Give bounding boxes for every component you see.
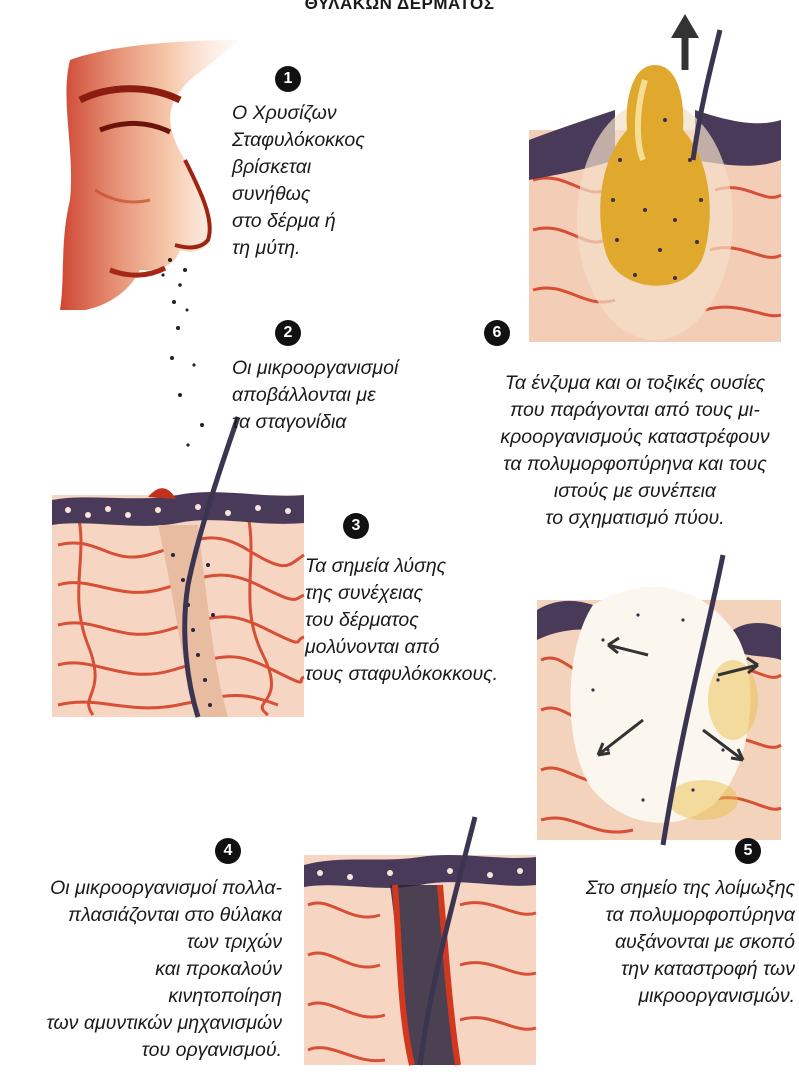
step-2-caption: Οι μικροοργανισμοί αποβάλλονται με τα στ… bbox=[232, 355, 447, 436]
step-3-badge: 3 bbox=[343, 513, 369, 539]
step-6-caption: Τα ένζυμα και οι τοξικές ουσίες που παρά… bbox=[470, 370, 799, 532]
step-1-caption: Ο Χρυσίζων Σταφυλόκοκκος βρίσκεται συνήθ… bbox=[232, 100, 422, 262]
step-4-badge: 4 bbox=[215, 838, 241, 864]
follicle-illustration bbox=[300, 815, 540, 1070]
step-3-caption: Τα σημεία λύσης της συνέχειας του δέρματ… bbox=[305, 553, 535, 688]
white-cells-illustration bbox=[533, 550, 785, 850]
step-5-badge: 5 bbox=[735, 838, 761, 864]
step-4-caption: Οι μικροοργανισμοί πολλα- πλασιάζονται σ… bbox=[0, 875, 282, 1064]
step-1-badge: 1 bbox=[275, 66, 301, 92]
step-2-badge: 2 bbox=[275, 320, 301, 346]
step-5-caption: Στο σημείο της λοίμωξης τα πολυμορφοπύρη… bbox=[540, 875, 795, 1010]
skin-block-step3 bbox=[48, 415, 310, 725]
pus-eruption-illustration bbox=[525, 10, 785, 350]
step-6-badge: 6 bbox=[484, 320, 510, 346]
